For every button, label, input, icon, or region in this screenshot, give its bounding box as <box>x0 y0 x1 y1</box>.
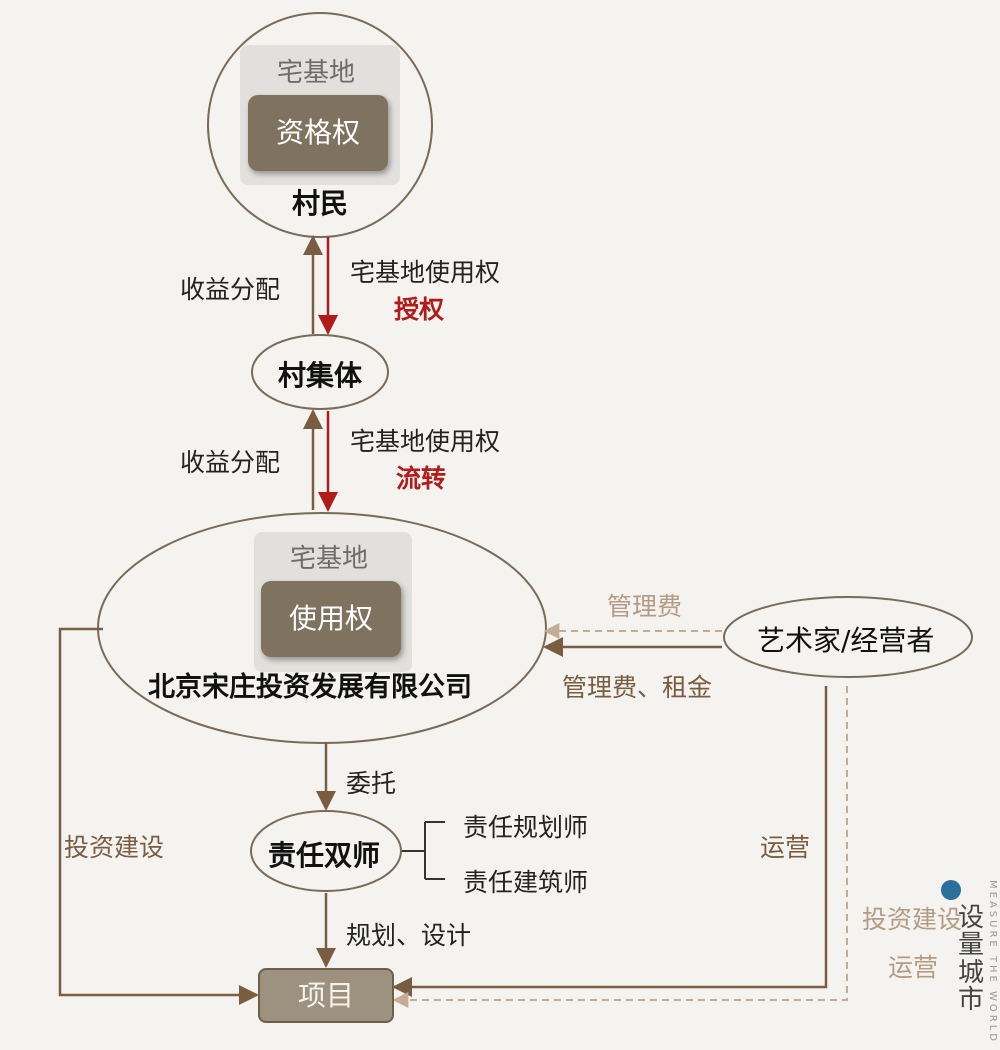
revenue-label-lower: 收益分配 <box>180 448 281 477</box>
authorize-label: 授权 <box>394 295 445 324</box>
watermark-char-3: 城 <box>957 957 984 988</box>
plan-design-label: 规划、设计 <box>346 921 472 950</box>
collective-label: 村集体 <box>278 359 363 392</box>
revenue-label-upper: 收益分配 <box>180 275 281 304</box>
homestead-right-label-lower: 宅基地使用权 <box>350 427 501 456</box>
invest-arrow <box>58 627 259 1005</box>
watermark-logo <box>941 880 961 900</box>
watermark-en: MEASURE THE WORLD <box>987 880 998 1045</box>
watermark-char-2: 量 <box>957 930 984 961</box>
transfer-label: 流转 <box>396 464 447 493</box>
mgmt-fee-rent-label: 管理费、租金 <box>562 673 713 702</box>
planner-item-2: 责任建筑师 <box>463 868 589 897</box>
watermark-char-1: 设 <box>957 903 984 933</box>
villager-tag: 宅基地 <box>277 58 356 88</box>
watermark-cn: 设 量 城 市 <box>956 903 986 1015</box>
operate-dashed-label: 运营 <box>888 953 939 982</box>
homestead-right-label-upper: 宅基地使用权 <box>350 258 501 287</box>
use-right-box: 使用权 <box>261 581 401 657</box>
operate-label: 运营 <box>760 833 811 862</box>
watermark-char-4: 市 <box>957 984 984 1015</box>
operate-dashed-arrow <box>392 686 848 1008</box>
mgmt-fee-dashed-label: 管理费 <box>607 592 683 621</box>
artist-ellipse <box>723 596 973 678</box>
qualification-right-box: 资格权 <box>248 95 388 171</box>
planners-label: 责任双师 <box>268 839 381 872</box>
planner-item-1: 责任规划师 <box>463 813 589 842</box>
invest-label: 投资建设 <box>64 833 165 862</box>
artist-label: 艺术家/经营者 <box>757 624 935 657</box>
operate-arrow <box>392 686 828 997</box>
entrust-label: 委托 <box>346 769 397 798</box>
planners-ellipse <box>250 810 402 892</box>
project-box: 项目 <box>258 968 394 1023</box>
company-tag: 宅基地 <box>290 544 369 574</box>
villager-label: 村民 <box>292 187 349 220</box>
invest-dashed-label: 投资建设 <box>862 905 963 934</box>
planners-bracket <box>402 821 445 880</box>
company-name: 北京宋庄投资发展有限公司 <box>148 672 472 703</box>
